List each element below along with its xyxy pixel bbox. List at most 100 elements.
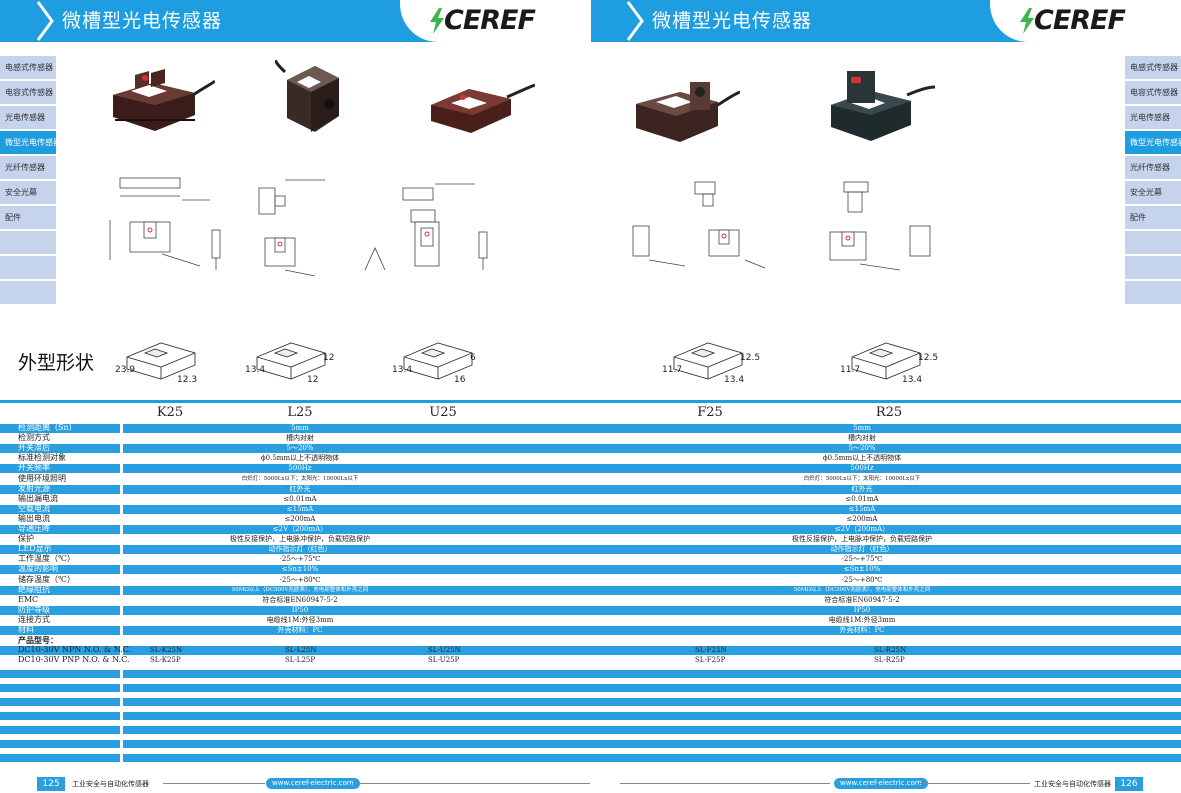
products-label: 产品型号： <box>18 635 58 646</box>
spec-label: 连接方式 <box>18 614 50 624</box>
product-variant-label: DC10-30V NPN N.O. & N.C. <box>18 645 132 655</box>
spec-value: ≤200mA <box>284 514 316 523</box>
product-code: SL-L25P <box>285 656 316 665</box>
row-stripe <box>0 525 120 534</box>
empty-row-stripe <box>0 754 120 763</box>
shape-dimension: 12 <box>307 375 319 385</box>
nav-item[interactable]: 光电传感器 <box>0 106 56 129</box>
product-code: SL-F25P <box>695 656 726 665</box>
empty-row-stripe <box>0 684 120 693</box>
empty-row-stripe <box>0 726 120 735</box>
shape-dimension: 12 <box>323 353 335 363</box>
nav-item[interactable]: 电感式传感器 <box>0 56 56 79</box>
row-stripe <box>123 424 1181 433</box>
spec-label: 使用环境照明 <box>18 473 66 483</box>
shape-dimension: 13.4 <box>392 365 413 375</box>
shape-dimension: 12.5 <box>740 353 761 363</box>
nav-item[interactable] <box>1125 281 1181 304</box>
nav-item[interactable]: 光电传感器 <box>1125 106 1181 129</box>
technical-drawing-l25 <box>258 179 325 277</box>
row-stripe <box>123 646 1181 656</box>
spec-value: 动作指示灯（红色） <box>268 545 332 554</box>
nav-item[interactable] <box>0 231 56 254</box>
product-photo-r25 <box>831 71 935 141</box>
model-name: K25 <box>156 405 184 420</box>
spec-label: 工作温度（℃） <box>18 554 75 564</box>
spec-value: 白炽灯：5000Lx以下；太阳光：10000Lx以下 <box>803 475 921 482</box>
spec-value: 5～20% <box>286 444 314 453</box>
spec-value: 5～20% <box>848 444 876 453</box>
product-code: SL-R25P <box>874 656 905 665</box>
nav-item[interactable]: 微型光电传感器 <box>0 131 56 154</box>
nav-item[interactable]: 安全光幕 <box>0 181 56 204</box>
row-stripe <box>123 484 1181 494</box>
row-stripe <box>0 646 120 656</box>
spec-value: 红外光 <box>289 484 311 493</box>
product-code: SL-R25N <box>874 646 907 655</box>
product-code: SL-U25P <box>428 656 460 665</box>
spec-label: 检测方式 <box>18 433 50 443</box>
row-stripe <box>0 605 120 615</box>
chevron-icon <box>626 1 644 41</box>
nav-item[interactable]: 光纤传感器 <box>0 156 56 179</box>
nav-item[interactable]: 电感式传感器 <box>1125 56 1181 79</box>
spec-label: 储存温度（℃） <box>18 574 75 584</box>
product-code: SL-K25P <box>150 656 181 665</box>
empty-row-stripe <box>123 726 1181 735</box>
technical-drawing-f25 <box>632 181 766 269</box>
page-number-right: 126 <box>1115 777 1143 791</box>
nav-item[interactable]: 配件 <box>1125 206 1181 229</box>
product-code: SL-K25N <box>150 646 183 655</box>
right-category-nav: 电感式传感器电容式传感器光电传感器微型光电传感器光纤传感器安全光幕配件 <box>1125 56 1181 306</box>
empty-row-stripe <box>123 754 1181 763</box>
spec-value: 50MΩ以上（DC500V兆欧表），充电部整体和外壳之间 <box>231 586 369 593</box>
footer-line <box>163 783 265 784</box>
empty-row-stripe <box>123 740 1181 749</box>
spec-value: IP50 <box>853 605 871 614</box>
spec-value: 电缆线1M:外径3mm <box>266 615 334 624</box>
spec-value: 50MΩ以上（DC500V兆欧表），充电部整体和外壳之间 <box>793 586 931 593</box>
spec-value: 红外光 <box>851 484 873 493</box>
row-stripe <box>123 525 1181 534</box>
right-page-title: 微槽型光电传感器 <box>652 10 813 32</box>
spec-value: ≤15mA <box>286 504 314 513</box>
spec-value: ≤Sn±10% <box>281 565 319 574</box>
nav-item[interactable]: 光纤传感器 <box>1125 156 1181 179</box>
shape-outline <box>126 342 196 380</box>
left-page-title: 微槽型光电传感器 <box>62 10 223 32</box>
shape-dimension: 23.9 <box>115 365 136 375</box>
left-brand-logo: CEREF <box>444 5 536 36</box>
spec-value: ≤2V（200mA） <box>834 525 890 533</box>
nav-item[interactable]: 配件 <box>0 206 56 229</box>
spec-value: ≤2V（200mA） <box>272 525 328 533</box>
spec-label: 导通压降 <box>18 524 50 533</box>
spec-value: ϕ0.5mm以上不透明物体 <box>260 454 340 463</box>
product-photo-k25 <box>113 69 215 131</box>
spec-value: 符合标准EN60947-5-2 <box>824 595 900 604</box>
nav-item[interactable]: 安全光幕 <box>1125 181 1181 204</box>
nav-item[interactable] <box>1125 256 1181 279</box>
spec-label: 空载电流 <box>18 503 50 513</box>
nav-item[interactable]: 电容式传感器 <box>1125 81 1181 104</box>
chevron-icon <box>36 1 54 41</box>
row-stripe <box>123 626 1181 635</box>
spec-value: 槽内对射 <box>286 434 314 443</box>
row-stripe <box>0 626 120 635</box>
footer-url-left[interactable]: www.ceref-electric.com <box>266 778 360 789</box>
empty-row-stripe <box>0 670 120 679</box>
nav-item[interactable]: 微型光电传感器 <box>1125 131 1181 154</box>
spec-value: ≤0.01mA <box>283 494 317 503</box>
nav-item[interactable] <box>1125 231 1181 254</box>
technical-drawing-u25 <box>364 183 488 271</box>
spec-label: 输出电流 <box>18 513 50 523</box>
nav-item[interactable] <box>0 256 56 279</box>
nav-item[interactable] <box>0 281 56 304</box>
nav-item[interactable]: 电容式传感器 <box>0 81 56 104</box>
spec-value: 外壳材料：PC <box>839 626 885 634</box>
spec-value: -25～+75℃ <box>841 555 883 564</box>
footer-url-right[interactable]: www.ceref-electric.com <box>834 778 928 789</box>
row-stripe <box>123 545 1181 555</box>
empty-row-stripe <box>123 698 1181 707</box>
shape-dimension: 11.7 <box>840 365 861 375</box>
spec-label: 检测距离（Sn） <box>18 423 77 432</box>
